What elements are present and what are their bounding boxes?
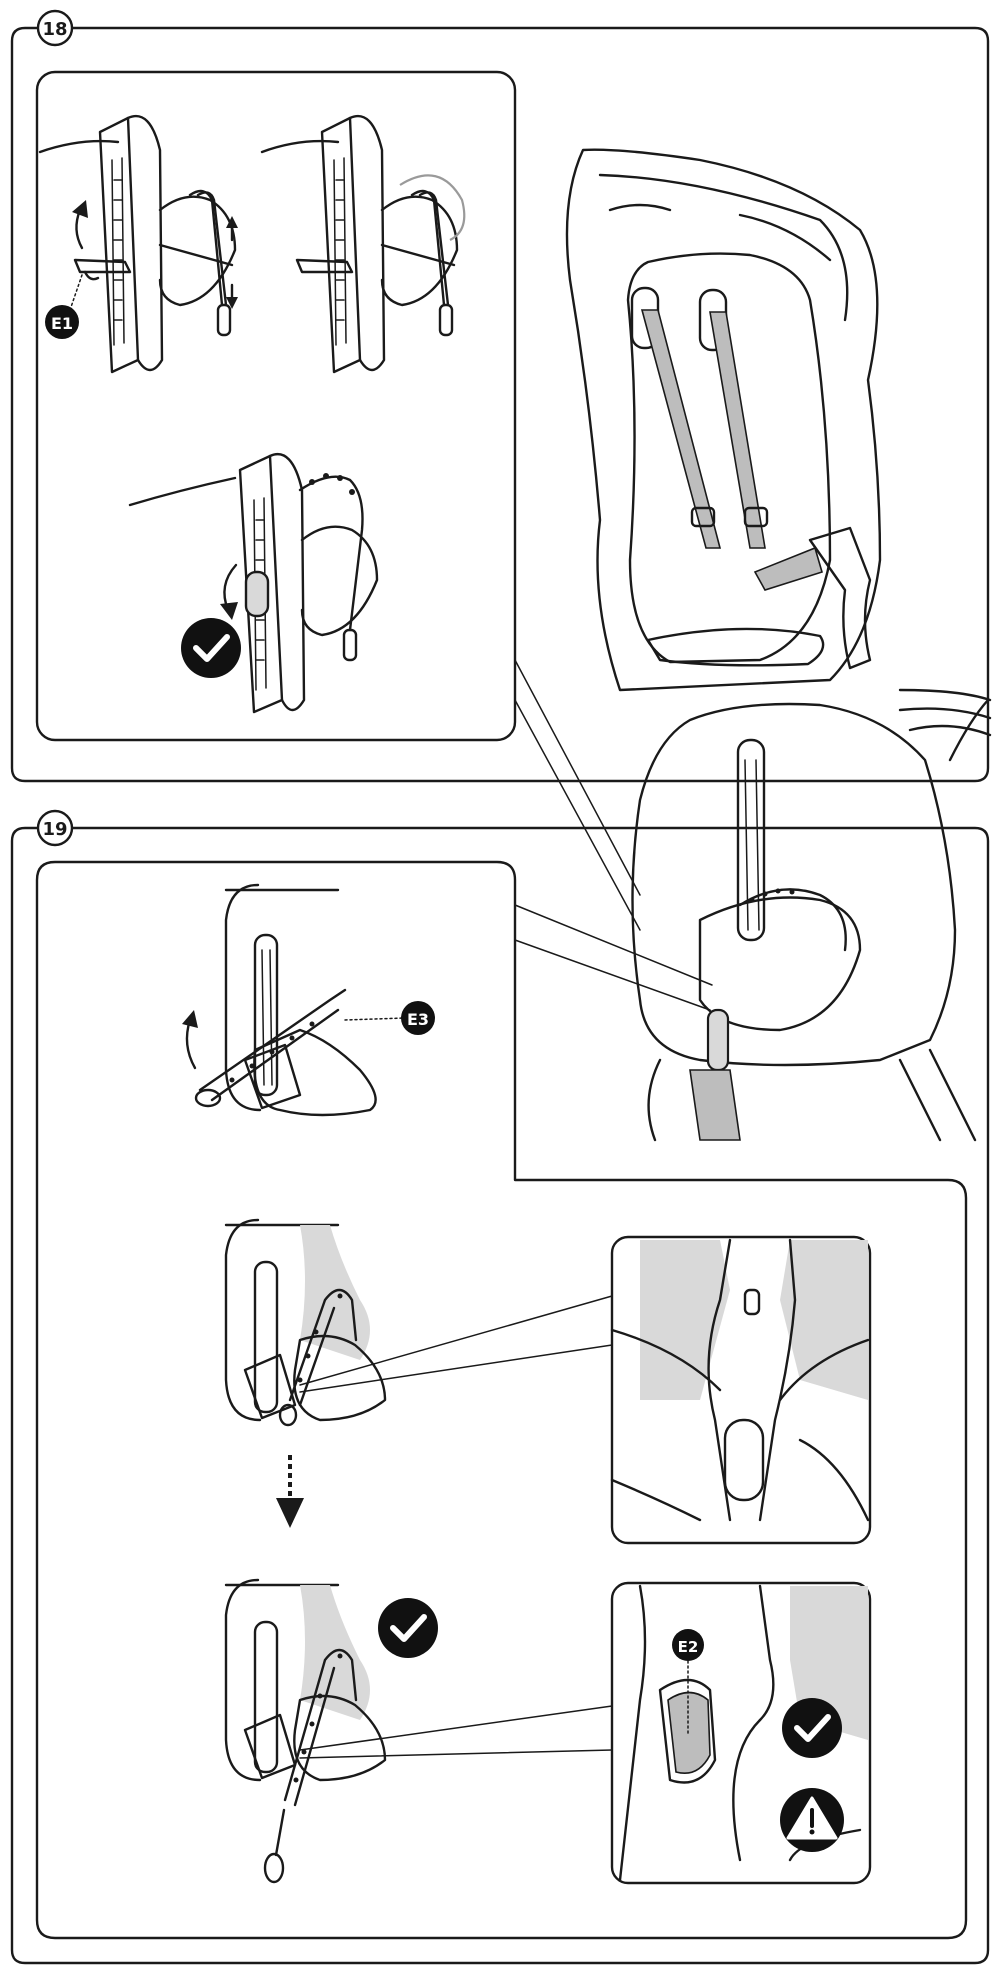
arrow-down-icon: [276, 1455, 304, 1528]
step-19-panel: [35, 860, 968, 1940]
leader-line: [299, 1344, 613, 1393]
leader-line: [299, 1749, 613, 1759]
child-seat-illustration: [565, 148, 992, 762]
leader-line: [514, 699, 641, 931]
zoom-panel-release: [610, 1235, 872, 1545]
step-19-frame: 19: [10, 809, 990, 1965]
warning-triangle-icon: [780, 1788, 844, 1852]
curved-arrow-down-icon: [220, 563, 238, 620]
up-down-arrows-icon: [226, 216, 238, 309]
check-circle-icon: [378, 1598, 438, 1658]
strap-release-detail-c: [224, 1578, 387, 1884]
step-18-inset-panel: [35, 70, 517, 742]
step-number-badge: [36, 9, 74, 47]
strap-adjust-detail-b: [260, 115, 466, 374]
leader-line: [514, 939, 711, 1011]
e1-callout-label: E1: [51, 314, 73, 333]
e3-leader-line: [344, 1017, 406, 1021]
leader-line: [514, 659, 641, 896]
strap-release-detail-b: [224, 1218, 387, 1427]
seat-back-illustration: [631, 702, 977, 1142]
strap-release-detail-a: [194, 883, 377, 1117]
curved-arrow-up-icon: [182, 1010, 198, 1070]
e2-callout-label: E2: [678, 1638, 699, 1656]
curved-arrow-up-icon: [72, 200, 88, 250]
check-circle-icon: [782, 1698, 842, 1758]
step-19-number: 19: [42, 819, 67, 840]
leader-line: [514, 904, 713, 986]
e1-leader-line: [69, 274, 83, 311]
check-circle-icon: [181, 618, 241, 678]
strap-adjust-detail-a: [38, 115, 237, 374]
strap-adjust-detail-c: [128, 453, 379, 714]
e2-callout-badge: [672, 1629, 704, 1661]
e3-callout-label: E3: [407, 1010, 429, 1029]
e3-callout-badge: [401, 1001, 435, 1035]
e1-callout-badge: [45, 305, 79, 339]
leader-line: [299, 1295, 613, 1386]
step-18-frame: 18: [10, 9, 990, 783]
step-number-badge: [36, 809, 74, 847]
leader-line: [299, 1705, 613, 1751]
step-18-number: 18: [42, 19, 67, 40]
